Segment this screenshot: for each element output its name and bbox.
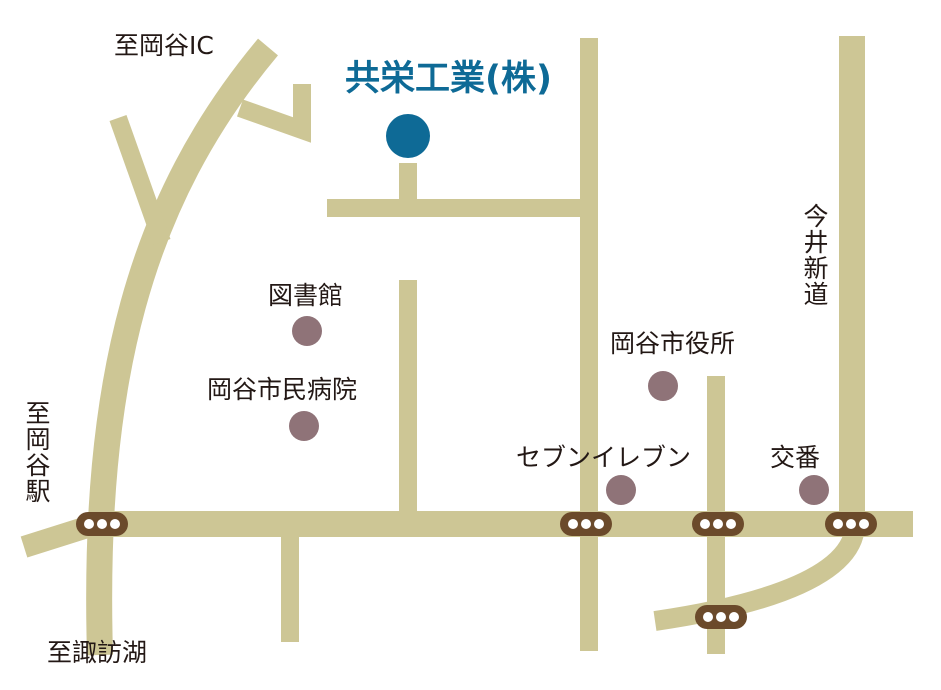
road-southeast-curve xyxy=(653,524,865,631)
library-dot-icon xyxy=(292,316,322,346)
city-hall-dot-icon xyxy=(648,371,678,401)
company-name: 共栄工業(株) xyxy=(345,59,552,99)
police-box-dot-icon xyxy=(799,475,829,505)
traffic-signal-icon xyxy=(560,512,612,536)
seven-eleven-label: セブンイレブン xyxy=(516,443,692,472)
to-okaya-ic-label: 至岡谷IC xyxy=(114,31,214,60)
library-label: 図書館 xyxy=(268,281,344,310)
traffic-signal-icon xyxy=(825,512,877,536)
imai-shindo-label: 今井新道 xyxy=(800,203,829,307)
seven-eleven-dot-icon xyxy=(606,475,636,505)
traffic-signal-icon xyxy=(76,512,128,536)
road-left-branch xyxy=(109,114,171,246)
road-north-branch xyxy=(236,84,311,143)
to-okaya-station-label: 至岡谷駅 xyxy=(22,400,51,504)
road-main-curve xyxy=(86,38,278,656)
hospital-label: 岡谷市民病院 xyxy=(207,375,358,404)
city-hall-label: 岡谷市役所 xyxy=(610,329,736,358)
to-lake-suwa-label: 至諏訪湖 xyxy=(47,638,148,667)
company-location-marker xyxy=(386,114,430,158)
traffic-signal-icon xyxy=(695,605,747,629)
hospital-dot-icon xyxy=(289,411,319,441)
traffic-signal-icon xyxy=(692,512,744,536)
police-box-label: 交番 xyxy=(770,443,821,472)
